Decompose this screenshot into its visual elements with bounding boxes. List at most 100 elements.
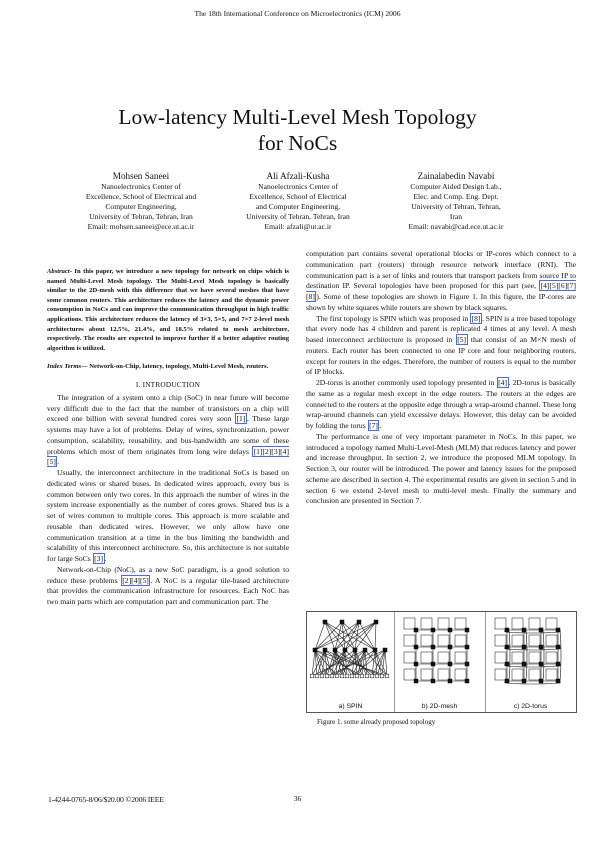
spin-topology-diagram	[309, 619, 390, 679]
ip-core-node	[354, 673, 360, 679]
citation-link[interactable]: [7]	[367, 420, 380, 431]
spin-link	[336, 649, 346, 677]
author-name: Zainalabedin Navabi	[417, 171, 495, 181]
router-node	[504, 644, 510, 650]
mesh-topology-diagram	[403, 617, 470, 684]
spin-link	[316, 649, 326, 677]
spin-link	[324, 621, 336, 651]
ip-core-node	[511, 634, 524, 647]
router-node	[413, 627, 419, 633]
author-affil: and Computer Engineering,	[255, 201, 341, 211]
spin-link	[331, 649, 376, 677]
spin-link	[311, 649, 326, 677]
ip-core-node	[437, 651, 450, 664]
router-node	[332, 647, 338, 653]
router-node	[447, 644, 453, 650]
router-node	[339, 619, 345, 625]
citation-link[interactable]: [1]	[235, 413, 247, 425]
router-node	[464, 678, 470, 684]
spin-link	[371, 649, 386, 677]
author-affil: Excellence, School of Electrical	[249, 191, 347, 201]
citation-link[interactable]: [8]	[470, 312, 482, 324]
router-node	[413, 661, 419, 667]
spin-link	[371, 649, 376, 677]
ip-core-node	[379, 673, 385, 679]
ip-core-node	[420, 617, 433, 630]
router-node	[430, 627, 436, 633]
citation-link[interactable]: [4][5][6][7][8]	[306, 280, 576, 302]
spin-link	[334, 621, 377, 651]
abstract-lead: Abstract-	[47, 268, 72, 275]
ip-core-node	[403, 668, 416, 681]
router-node	[322, 619, 328, 625]
router-node	[430, 661, 436, 667]
citation-link[interactable]: [5]	[455, 334, 468, 345]
figure-panel-torus: c) 2D-torus	[485, 612, 576, 712]
spin-link	[354, 621, 377, 651]
figure-label: b) 2D-mesh	[421, 703, 458, 710]
spin-link	[358, 621, 376, 651]
spin-link	[314, 649, 318, 677]
ip-core-node	[403, 617, 416, 630]
router-node	[521, 644, 527, 650]
author-3: Zainalabedin Navabi Computer Aided Desig…	[380, 170, 532, 232]
right-body: computation part contains several operat…	[306, 249, 576, 507]
author-affil: University of Tehran, Tehran,	[411, 201, 501, 211]
body-paragraph: Network-on-Chip (NoC), as a new SoC para…	[47, 564, 290, 607]
spin-link	[341, 621, 376, 651]
left-body: The integration of a system onto a chip …	[47, 393, 289, 608]
ip-core-node	[309, 673, 315, 679]
citation-link[interactable]: [4]	[496, 377, 509, 388]
router-node	[504, 678, 510, 684]
ip-core-node	[454, 651, 467, 664]
router-node	[447, 627, 453, 633]
ip-core-node	[454, 617, 467, 630]
router-node	[413, 678, 419, 684]
wraparound-link	[504, 629, 561, 634]
spin-link	[311, 649, 316, 677]
citation-link[interactable]: [3]	[92, 553, 105, 565]
spin-link	[384, 649, 388, 677]
citation-link[interactable]: [2][4][5]	[120, 574, 151, 586]
spin-link	[341, 649, 356, 677]
author-email: Email: afzali@ut.ac.ir	[264, 221, 332, 231]
ip-core-node	[511, 617, 524, 630]
author-email: Email: navabi@cad.ece.ut.ac.ir	[408, 221, 504, 231]
ip-core-node	[403, 651, 416, 664]
copyright-footer: 1-4244-0765-8/06/$20.00 ©2006 IEEE	[48, 795, 164, 804]
wraparound-link	[504, 663, 561, 668]
ip-core-node	[454, 634, 467, 647]
spin-link	[324, 649, 328, 677]
abstract-text: In this paper, we introduce a new topolo…	[47, 268, 289, 352]
router-node	[555, 627, 561, 633]
citation-link[interactable]: [1][2][3][4][5]	[47, 445, 289, 468]
wraparound-link	[504, 680, 561, 685]
running-header: The 18th International Conference on Mic…	[194, 9, 401, 18]
body-paragraph: computation part contains several operat…	[306, 249, 576, 312]
ip-core-node	[344, 673, 350, 679]
spin-link	[314, 621, 360, 651]
figure-panel-spin: a) SPIN	[307, 612, 395, 712]
router-node	[555, 644, 561, 650]
spin-link	[334, 621, 343, 651]
body-paragraph: The first topology is SPIN which was pro…	[306, 312, 576, 377]
router-node	[555, 678, 561, 684]
ip-core-node	[324, 673, 330, 679]
ip-core-node	[359, 673, 365, 679]
spin-link	[356, 649, 366, 677]
ip-core-node	[319, 673, 325, 679]
ip-core-node	[545, 651, 558, 664]
ip-core-node	[403, 634, 416, 647]
ip-core-node	[374, 673, 380, 679]
ip-core-node	[314, 673, 320, 679]
router-node	[538, 661, 544, 667]
ip-core-node	[494, 634, 507, 647]
router-node	[352, 647, 358, 653]
ip-core-node	[545, 634, 558, 647]
spin-link	[341, 649, 346, 677]
router-node	[464, 661, 470, 667]
spin-link	[336, 649, 366, 677]
router-node	[504, 661, 510, 667]
body-paragraph: The integration of a system onto a chip …	[47, 392, 290, 468]
author-email: Email: mohsen.saneei@ece.ut.ac.ir	[87, 221, 195, 231]
